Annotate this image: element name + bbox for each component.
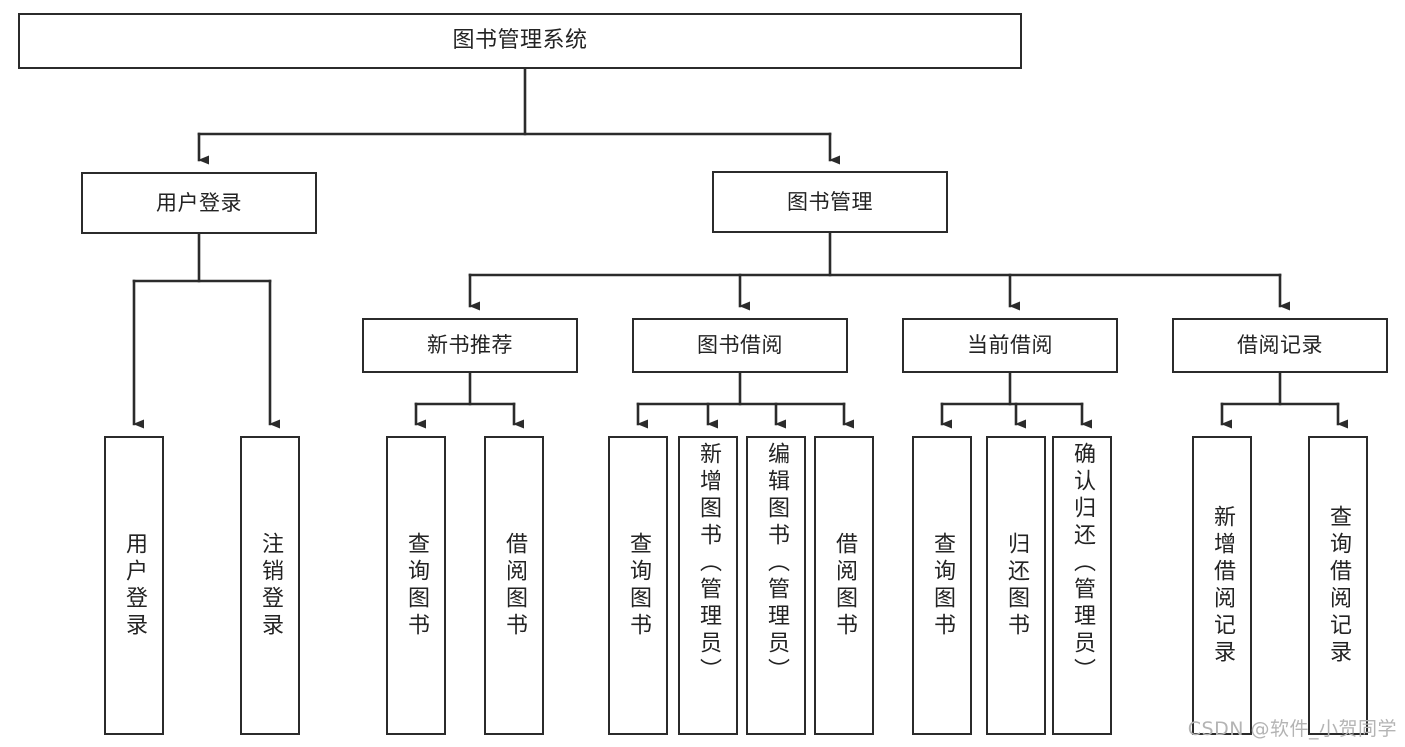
node-leaf-add-book-label: 新增图书（管理员） [696, 442, 721, 685]
node-leaf-add-record[interactable]: 新增借阅记录 [1192, 436, 1252, 735]
node-leaf-borrow-book-1[interactable]: 借阅图书 [484, 436, 544, 735]
node-leaf-logout[interactable]: 注销登录 [240, 436, 300, 735]
node-root-label: 图书管理系统 [452, 28, 588, 54]
node-new-book-recommend[interactable]: 新书推荐 [362, 318, 578, 373]
node-leaf-borrow-book-2-label: 借阅图书 [832, 531, 857, 640]
node-root[interactable]: 图书管理系统 [18, 13, 1022, 69]
node-leaf-query-book-3[interactable]: 查询图书 [912, 436, 972, 735]
node-leaf-borrow-book-1-label: 借阅图书 [502, 531, 527, 640]
node-leaf-edit-book-label: 编辑图书（管理员） [764, 442, 789, 685]
node-leaf-confirm-return[interactable]: 确认归还（管理员） [1052, 436, 1112, 735]
node-current-borrow[interactable]: 当前借阅 [902, 318, 1118, 373]
node-leaf-query-record[interactable]: 查询借阅记录 [1308, 436, 1368, 735]
node-leaf-return-book[interactable]: 归还图书 [986, 436, 1046, 735]
node-book-management[interactable]: 图书管理 [712, 171, 948, 233]
node-leaf-query-book-2-label: 查询图书 [626, 531, 651, 640]
node-book-borrow-label: 图书借阅 [697, 333, 783, 358]
node-book-management-label: 图书管理 [787, 189, 873, 214]
node-leaf-add-book[interactable]: 新增图书（管理员） [678, 436, 738, 735]
node-leaf-borrow-book-2[interactable]: 借阅图书 [814, 436, 874, 735]
node-leaf-query-book-1-label: 查询图书 [404, 531, 429, 640]
node-borrow-record-label: 借阅记录 [1237, 333, 1323, 358]
node-leaf-return-book-label: 归还图书 [1004, 531, 1029, 640]
node-borrow-record[interactable]: 借阅记录 [1172, 318, 1388, 373]
node-leaf-add-record-label: 新增借阅记录 [1210, 504, 1235, 667]
node-current-borrow-label: 当前借阅 [967, 333, 1053, 358]
node-user-login[interactable]: 用户登录 [81, 172, 317, 234]
node-leaf-user-login[interactable]: 用户登录 [104, 436, 164, 735]
node-leaf-query-book-2[interactable]: 查询图书 [608, 436, 668, 735]
node-leaf-query-record-label: 查询借阅记录 [1326, 504, 1351, 667]
watermark: CSDN @软件_小贺同学 [1187, 718, 1397, 740]
node-new-book-recommend-label: 新书推荐 [427, 333, 513, 358]
node-leaf-query-book-3-label: 查询图书 [930, 531, 955, 640]
node-leaf-user-login-label: 用户登录 [122, 531, 147, 640]
node-leaf-confirm-return-label: 确认归还（管理员） [1070, 442, 1095, 685]
node-leaf-query-book-1[interactable]: 查询图书 [386, 436, 446, 735]
node-book-borrow[interactable]: 图书借阅 [632, 318, 848, 373]
node-leaf-logout-label: 注销登录 [258, 531, 283, 640]
node-leaf-edit-book[interactable]: 编辑图书（管理员） [746, 436, 806, 735]
node-user-login-label: 用户登录 [156, 190, 242, 215]
